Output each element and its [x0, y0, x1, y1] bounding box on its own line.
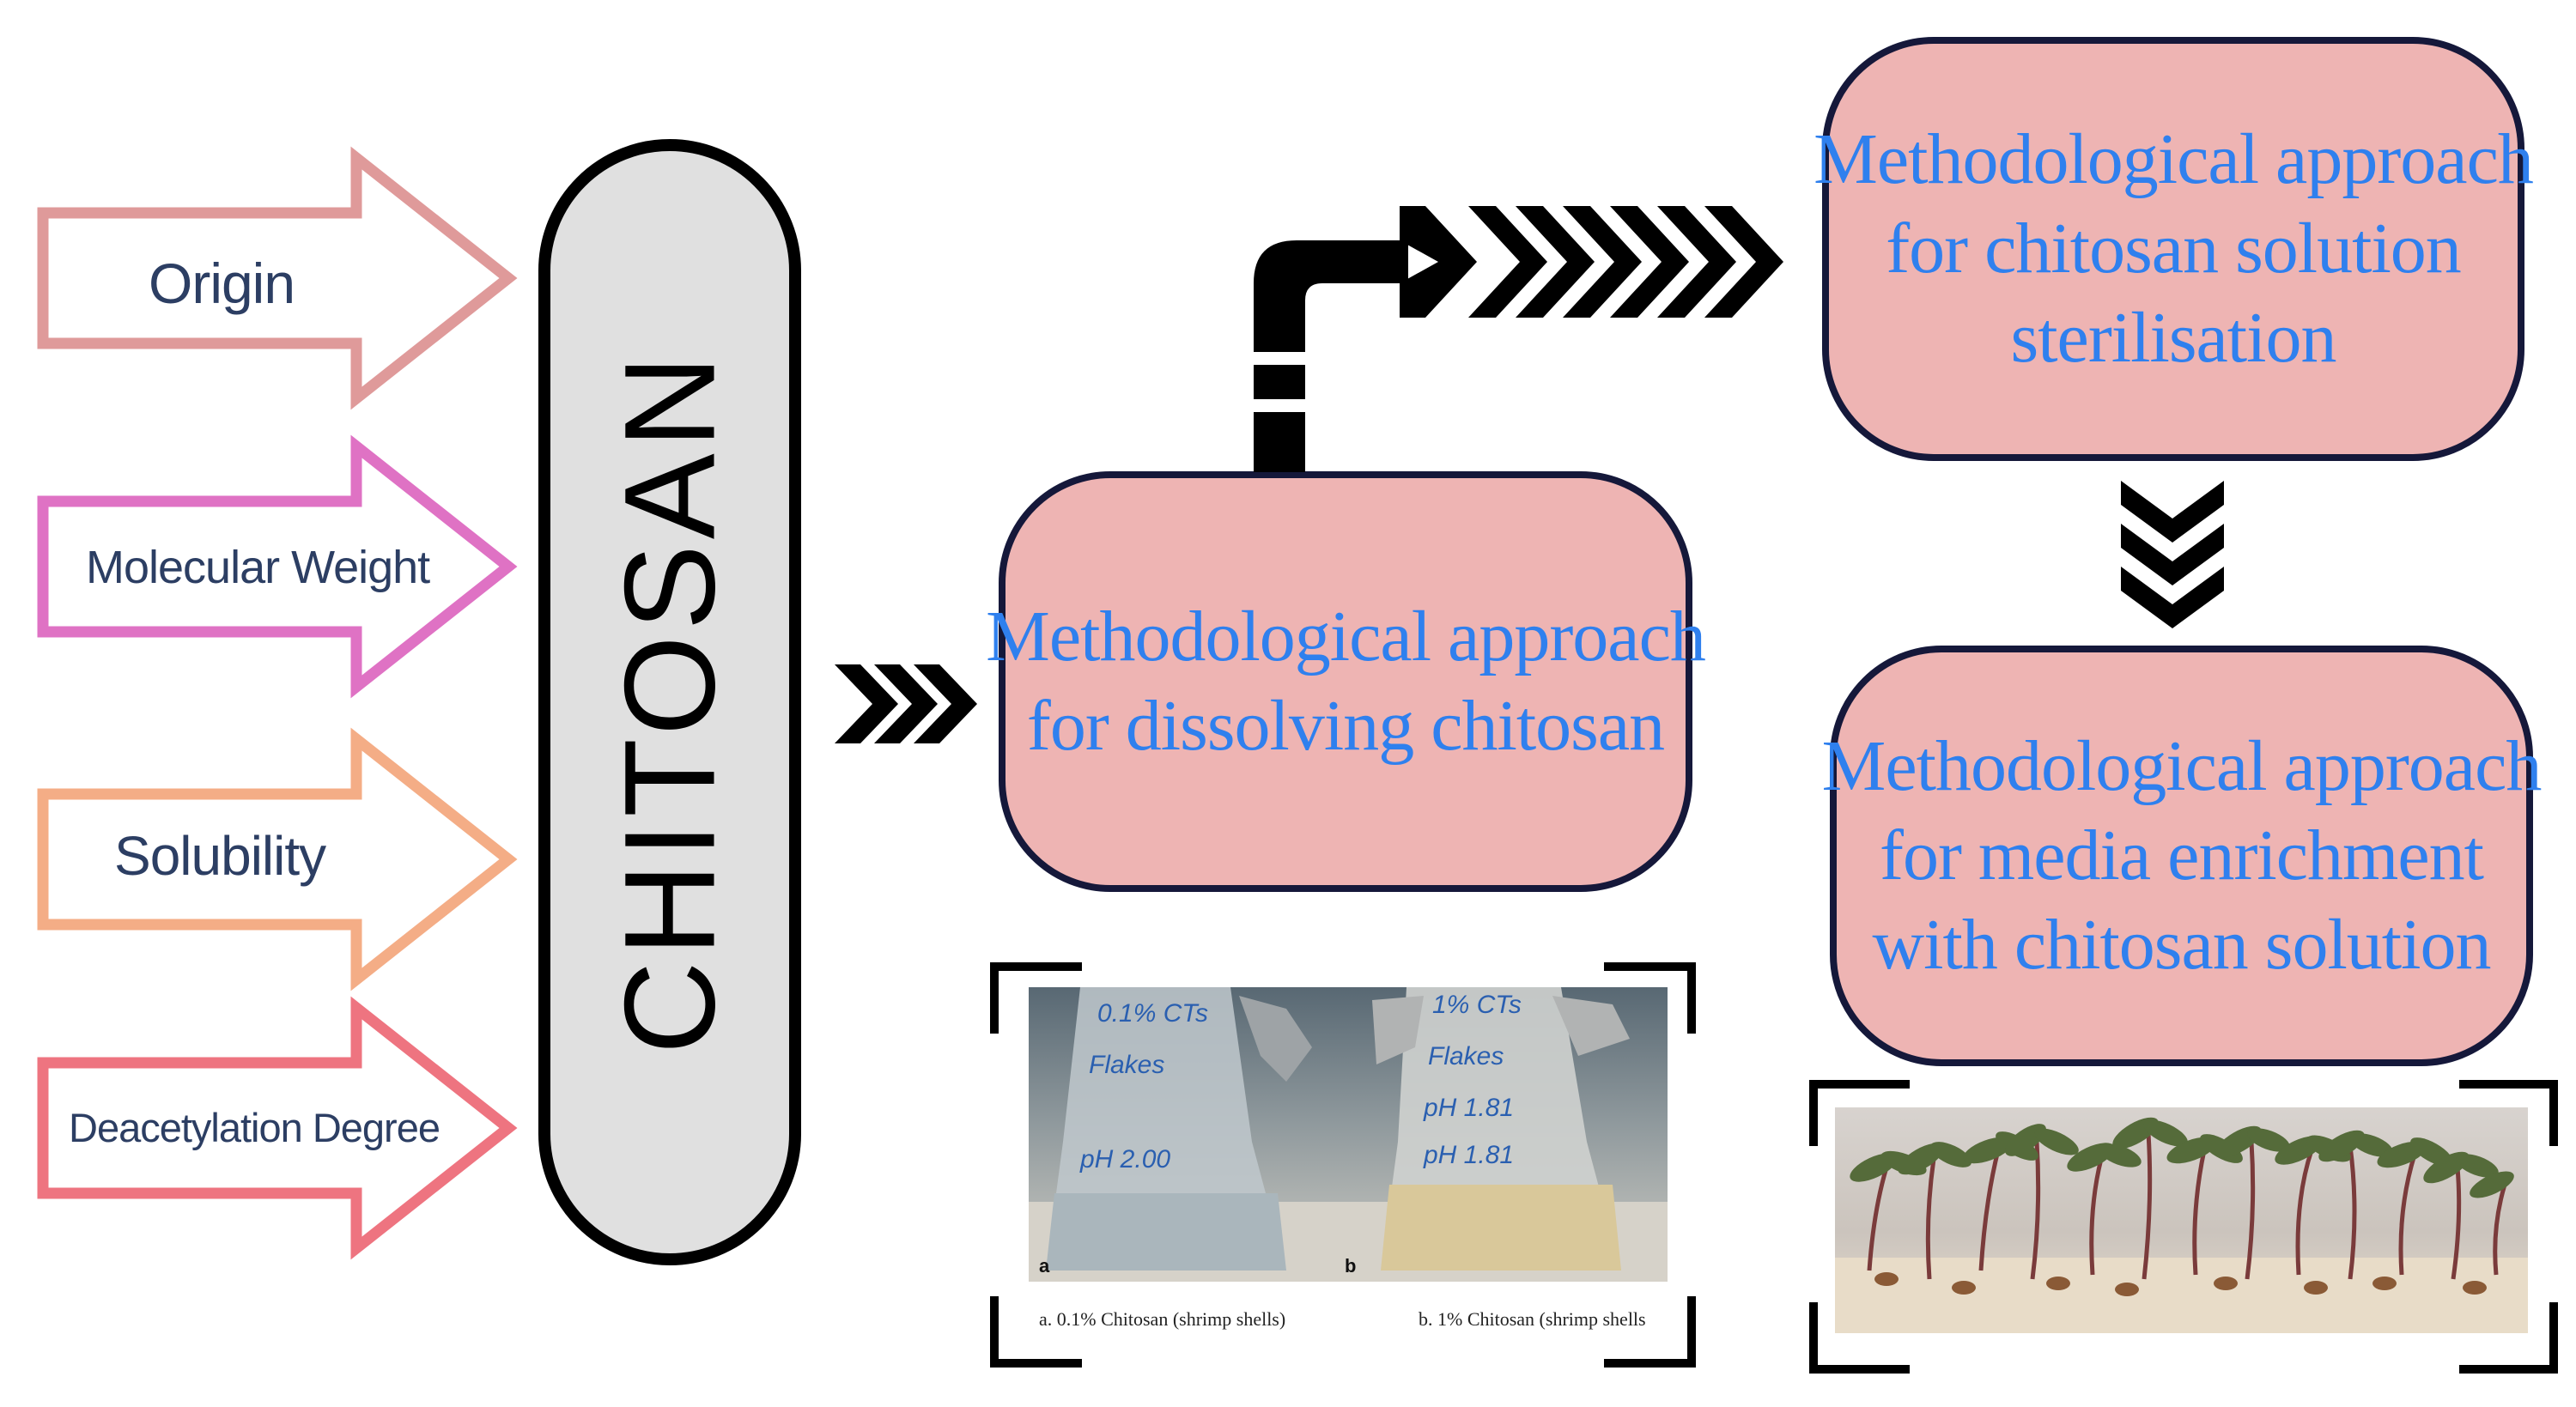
chevron-arrows-to-dissolving [835, 664, 977, 743]
property-arrows [37, 146, 518, 1260]
flask-b-letter: b [1345, 1255, 1356, 1277]
chitosan-label: CHITOSAN [597, 349, 742, 1055]
dissolving-method-text: Methodological approach for dissolving c… [986, 597, 1706, 766]
chitosan-pill [538, 139, 801, 1265]
flask-a-writing-2: Flakes [1089, 1051, 1164, 1079]
seedling-stems [1867, 1132, 2507, 1280]
seedling-photo-frame [1809, 1080, 2558, 1374]
flask-a-writing-1: 0.1% CTs [1097, 999, 1208, 1028]
flask-b-writing-1: 1% CTs [1432, 991, 1522, 1019]
flask-a-caption: a. 0.1% Chitosan (shrimp shells) [1039, 1308, 1286, 1330]
enrichment-method-text: Methodological approach for media enrich… [1821, 726, 2543, 985]
origin-label: Origin [149, 252, 295, 315]
molecular-weight-label: Molecular Weight [86, 542, 430, 593]
seed-husks [1874, 1272, 2487, 1296]
flask-b-writing-4: pH 1.81 [1423, 1141, 1514, 1169]
seedling-photo [1835, 1107, 2528, 1333]
deacetylation-degree-label: Deacetylation Degree [69, 1105, 440, 1150]
flask-b-caption: b. 1% Chitosan (shrimp shells [1419, 1308, 1646, 1330]
flask-photo: 0.1% CTs Flakes pH 2.00 1% CTs Flakes pH… [1029, 987, 1668, 1282]
flask-photo-frame [990, 962, 1696, 1368]
seedling-photo-drawing [1835, 1117, 2528, 1333]
enrichment-method-box: Methodological approach for media enrich… [1822, 646, 2542, 1066]
origin-arrow [37, 146, 518, 410]
elbow-arrow-to-sterilisation [1254, 206, 1783, 472]
flask-photo-drawing: 0.1% CTs Flakes pH 2.00 1% CTs Flakes pH… [1029, 987, 1668, 1282]
flask-b-writing-2: Flakes [1428, 1042, 1504, 1070]
sterilisation-method-box: Methodological approach for chitosan sol… [1814, 37, 2534, 461]
molecular-weight-arrow [37, 434, 518, 699]
solubility-label: Solubility [114, 825, 326, 887]
deacetylation-degree-arrow [37, 996, 518, 1260]
flask-a-writing-3: pH 2.00 [1079, 1145, 1170, 1174]
seedling-leaves [1850, 1117, 2514, 1198]
solubility-arrow [37, 727, 518, 992]
chevron-arrows-down [2121, 481, 2224, 628]
flask-a-letter: a [1039, 1255, 1050, 1277]
dissolving-method-box: Methodological approach for dissolving c… [986, 471, 1706, 892]
flask-b-writing-3: pH 1.81 [1423, 1094, 1514, 1122]
sterilisation-method-text: Methodological approach for chitosan sol… [1814, 119, 2534, 378]
